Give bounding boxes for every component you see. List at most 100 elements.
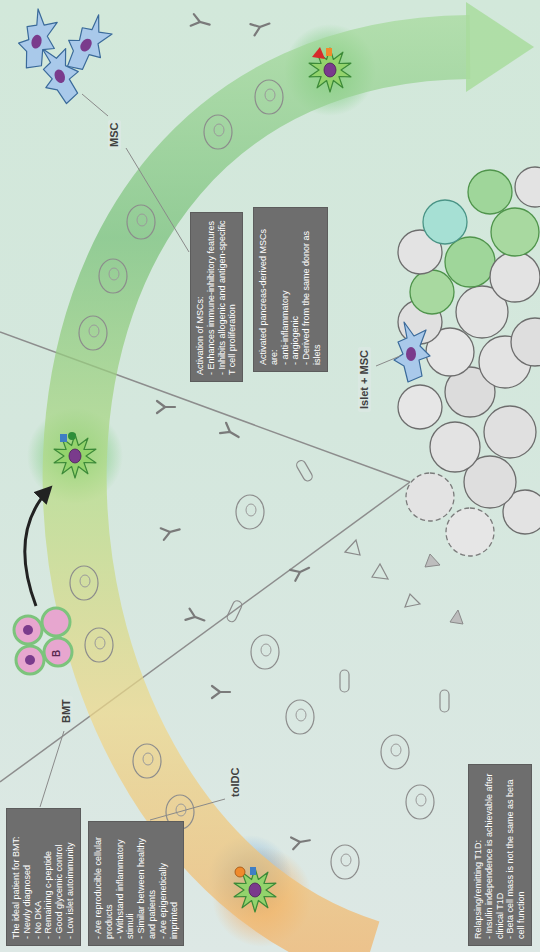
figure-label: Islet + MSC (358, 347, 371, 412)
transfer-arrow (25, 488, 50, 606)
islet-cell (490, 252, 540, 302)
box-text: - anti-inflammatory (280, 214, 291, 365)
text-box: Relapsing/remitting T1D:- Insulin indepe… (468, 764, 532, 946)
capsule (226, 599, 243, 623)
box-text: - Similar between healthy and patients (136, 828, 158, 939)
cell-outline (331, 845, 359, 879)
leader-line (40, 731, 64, 807)
islet-cell (484, 406, 536, 458)
cell-outline (70, 566, 98, 600)
bmt-cell (16, 646, 44, 674)
debris (425, 554, 440, 567)
box-text: - Newly diagnosed (22, 815, 33, 939)
msc-on-islet (394, 322, 430, 382)
delta-cell (423, 200, 467, 244)
cell-outline (99, 259, 127, 293)
antibody (212, 686, 230, 698)
box-text: - Derived from the same donor as islets (301, 214, 323, 365)
toldc-cell (234, 868, 276, 912)
leader-line (150, 799, 225, 820)
receptor (326, 48, 332, 56)
cell-outline (286, 700, 314, 734)
receptor (60, 434, 67, 442)
text-box: Activated pancreas-derived MSCs are:- an… (253, 207, 328, 372)
leader-line (82, 94, 108, 116)
antibody (191, 14, 211, 30)
box-text: - Beta cell mass is not the same as beta… (505, 771, 527, 939)
dendritic-cell (309, 48, 351, 92)
cell-outline (381, 735, 409, 769)
cell-outline (406, 785, 434, 819)
antibody (157, 401, 175, 413)
box-text-first: Activation of MSCs: (195, 219, 206, 375)
box-text: - No DKA (33, 815, 44, 939)
box-text: - Enhances immune-inhibitory features (206, 219, 217, 375)
bmt-cell (44, 638, 72, 666)
antibody (220, 423, 242, 442)
box-text: - Withstand inflammatory stimuli (115, 828, 137, 939)
cell-outline (204, 115, 232, 149)
text-box: - Are reproducible cellular products- Wi… (88, 821, 184, 946)
debris (405, 594, 420, 607)
bmt-cell (14, 616, 42, 644)
antibody (290, 562, 311, 580)
box-text-first: - Are reproducible cellular products (93, 828, 115, 939)
beta-cell (468, 170, 512, 214)
antibody (250, 18, 271, 35)
figure-label: B (51, 650, 63, 657)
figure-label: BMT (60, 696, 73, 726)
nucleus (25, 655, 35, 665)
dendritic-cell (54, 434, 96, 478)
cell-outline (79, 316, 107, 350)
bmt-cell (42, 608, 70, 636)
msc-cell (13, 6, 63, 73)
box-text: - Remaining c-peptide (43, 815, 54, 939)
box-text-first: Activated pancreas-derived MSCs are: (258, 214, 280, 365)
box-text: - Low islet autoimmunity (65, 815, 76, 939)
figure-label: MSC (108, 120, 121, 150)
cell-outline (251, 635, 279, 669)
leader-line (126, 148, 189, 252)
leader-line (376, 356, 400, 366)
box-text: - Inhibits allogenic and antigen-specifi… (217, 219, 239, 375)
antibody (291, 834, 311, 849)
antibody (185, 609, 206, 626)
box-text-first: Relapsing/remitting T1D: (473, 771, 484, 939)
debris (345, 540, 360, 555)
text-box: Activation of MSCs:- Enhances immune-inh… (190, 212, 243, 382)
islet-cell (511, 318, 540, 366)
cell-outline (255, 80, 283, 114)
capsule (340, 670, 349, 692)
islet-cell (398, 385, 442, 429)
islet-cell (446, 508, 494, 556)
debris (450, 610, 463, 624)
capsule (295, 459, 314, 483)
beta-cell (491, 208, 539, 256)
nucleus (23, 625, 33, 635)
islet-cell (515, 167, 540, 207)
text-box: The ideal patient for BMT:- Newly diagno… (6, 808, 81, 946)
antibody (161, 524, 181, 540)
box-text: - angiogenic (290, 214, 301, 365)
receptor (250, 867, 256, 875)
islet-cell (430, 422, 480, 472)
figure-label: toIDC (229, 765, 242, 800)
cell-outline (236, 495, 264, 529)
box-text: - Good glycemic control (54, 815, 65, 939)
islet-cell (406, 473, 454, 521)
progression-arrow (75, 47, 470, 952)
box-text: - Insulin independence is achievable aft… (484, 771, 506, 939)
receptor (68, 432, 76, 440)
capsule (440, 690, 449, 712)
arrow-head (466, 2, 534, 92)
cell-outline (127, 205, 155, 239)
beta-cell (410, 270, 454, 314)
receptor (312, 47, 325, 59)
receptor (235, 867, 245, 877)
cell-outline (133, 744, 161, 778)
msc-cell (56, 9, 120, 79)
cell-outline (85, 628, 113, 662)
